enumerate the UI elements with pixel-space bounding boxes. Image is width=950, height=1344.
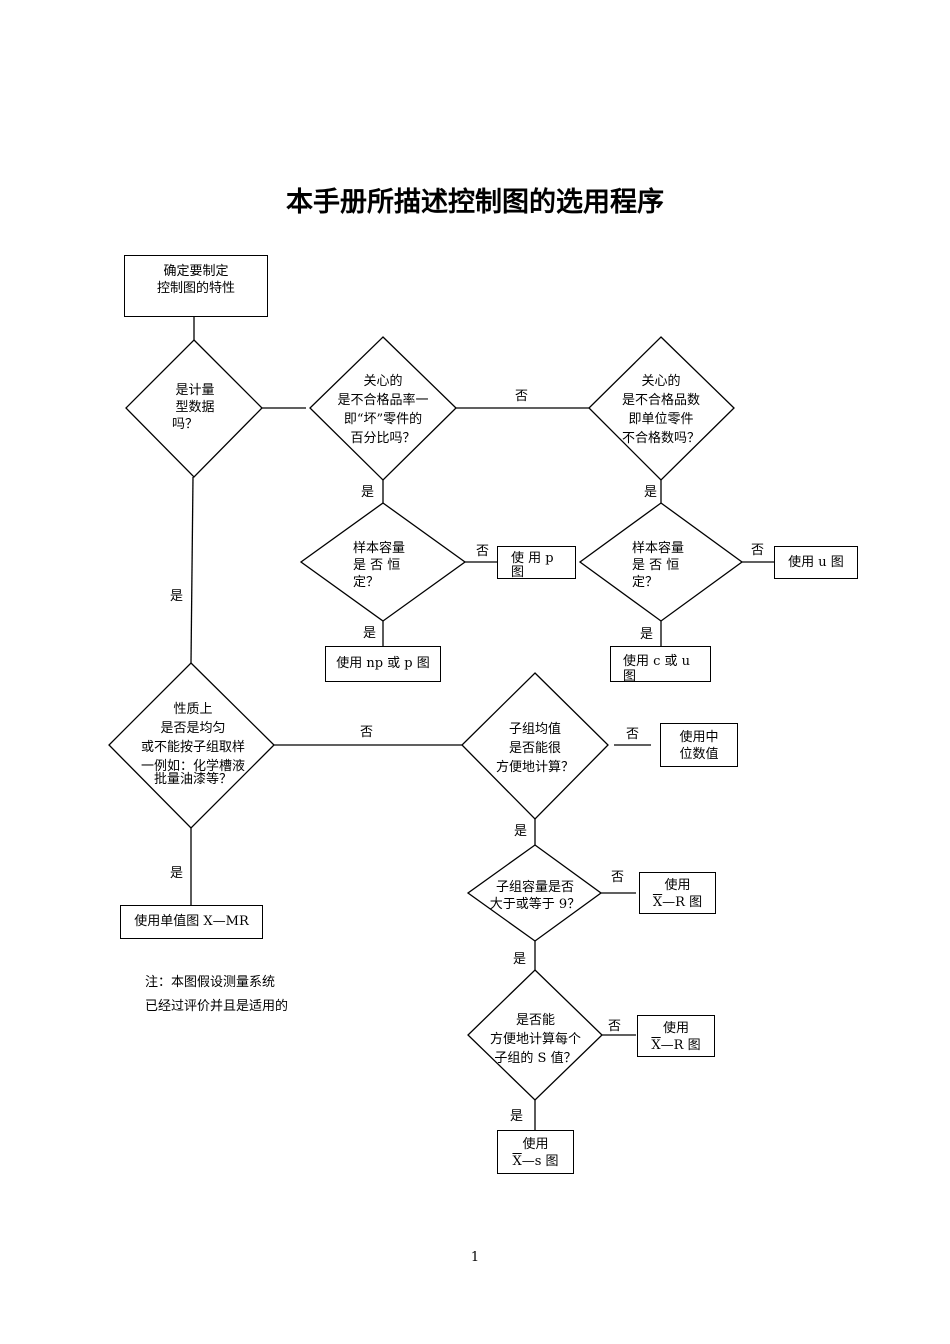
q-mean-text: 子组均值 是否能很 方便地计算？ xyxy=(495,722,574,775)
decision-sample-size-u xyxy=(578,502,744,622)
q-percent-text: 关心的 是不合格品率一 即“坏”零件的 百分比吗？ xyxy=(337,374,429,446)
label-yes: 是 xyxy=(510,1109,524,1124)
use-xmr-chart-box: 使用单值图 X—MR xyxy=(120,905,263,939)
q-variable-text: 是计量 型数据 吗？ xyxy=(172,383,215,432)
label-no: 否 xyxy=(611,870,625,885)
decision-s-value xyxy=(467,969,603,1101)
label-yes: 是 xyxy=(170,589,184,604)
use-c-chart-box: 使用 c 或 u 图 xyxy=(610,646,711,684)
q-size9-text: 子组容量是否 大于或等于 9？ xyxy=(489,880,581,912)
use-p-chart-box: 使 用 p 图 xyxy=(497,546,576,580)
decision-homogeneous xyxy=(108,662,275,829)
decision-subgroup-size xyxy=(466,844,603,942)
q-count-text: 关心的 是不合格品数 即单位零件 不合格数吗？ xyxy=(621,374,700,446)
decision-sample-size-p xyxy=(299,502,467,622)
label-yes: 是 xyxy=(363,626,377,641)
decision-defect-count xyxy=(588,336,735,481)
label-no: 否 xyxy=(751,543,765,558)
footnote: 注：本图假设测量系统 已经过评价并且是适用的 xyxy=(145,975,289,1014)
use-xr-chart-box-2: 使用 X—R 图 xyxy=(637,1015,715,1057)
label-yes: 是 xyxy=(644,485,658,500)
decision-variable-data xyxy=(125,339,263,478)
q-s-text: 是否能 方便地计算每个 子组的 S 值？ xyxy=(489,1013,581,1066)
label-yes: 是 xyxy=(514,824,528,839)
label-no: 否 xyxy=(626,727,640,742)
page-number: 1 xyxy=(470,1250,480,1265)
use-u-chart-box: 使用 u 图 xyxy=(774,546,858,579)
decision-subgroup-mean xyxy=(461,672,609,820)
label-no: 否 xyxy=(608,1019,622,1034)
connector xyxy=(190,476,194,664)
start-box: 确定要制定 控制图的特性 xyxy=(124,255,268,317)
q-homog-text: 性质上 是否是均匀 或不能按子组取样 一例如：化学槽液 批量油漆等？ xyxy=(140,702,245,787)
label-no: 否 xyxy=(515,389,529,404)
label-no: 否 xyxy=(476,544,490,559)
page-title: 本手册所描述控制图的选用程序 xyxy=(286,187,664,218)
use-xs-chart-box: 使用 X—s 图 xyxy=(497,1130,574,1174)
label-yes: 是 xyxy=(640,627,654,642)
decision-percent-defective xyxy=(309,336,457,481)
q-size-u-text: 样本容量 是 否 恒 定？ xyxy=(632,541,685,590)
use-np-chart-box: 使用 np 或 p 图 xyxy=(325,646,441,682)
label-yes: 是 xyxy=(513,952,527,967)
label-yes: 是 xyxy=(170,866,184,881)
use-xr-chart-box-1: 使用 X—R 图 xyxy=(639,872,716,914)
q-size-p-text: 样本容量 是 否 恒 定？ xyxy=(353,541,406,590)
label-yes: 是 xyxy=(361,485,375,500)
label-no: 否 xyxy=(360,725,374,740)
use-median-box: 使用中 位数值 xyxy=(660,723,738,767)
